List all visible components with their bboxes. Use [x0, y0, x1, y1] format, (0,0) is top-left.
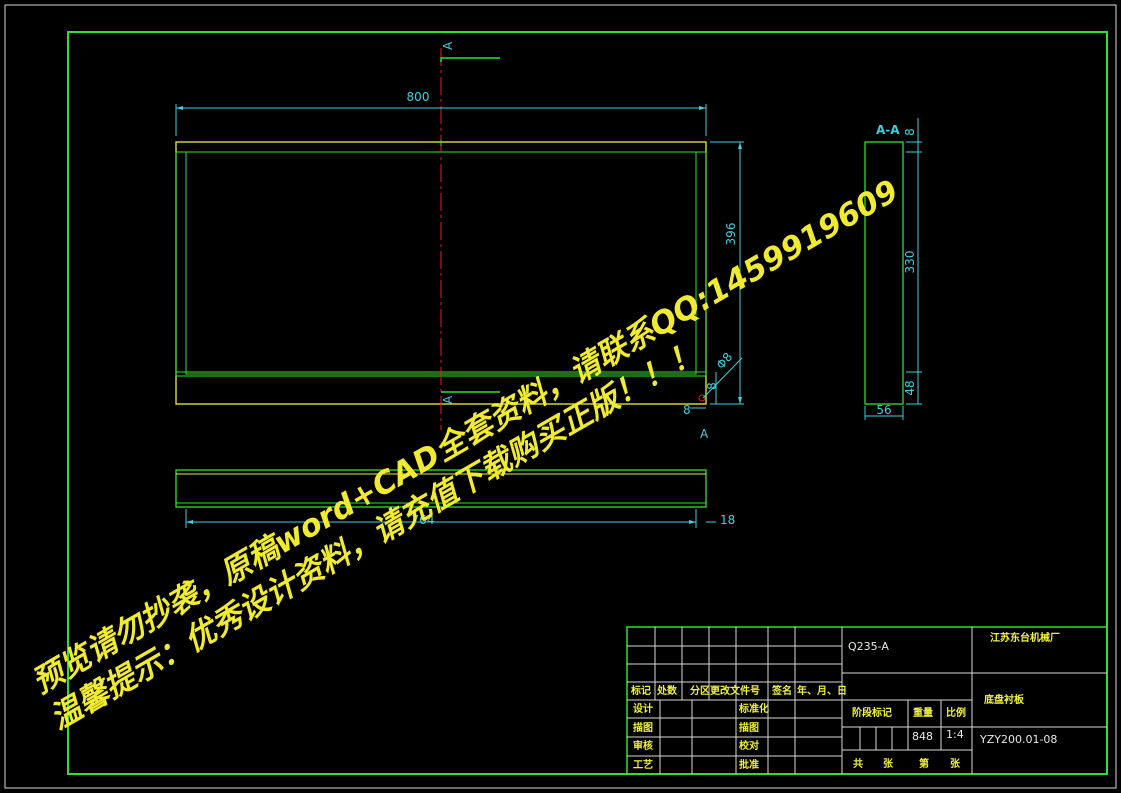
scale-value: 1:4	[946, 728, 964, 741]
label-date: 年、月、日	[797, 684, 847, 697]
label-review: 审核	[633, 739, 653, 752]
sec-dim-56: 56	[876, 403, 891, 417]
company-name: 江苏东台机械厂	[990, 631, 1060, 644]
label-standardize: 标准化	[738, 702, 769, 715]
mount-hole	[698, 394, 706, 402]
section-title: A-A	[876, 123, 900, 137]
watermark-line-1: 温馨提示：优秀设计资料，请充值下载购买正版！！！	[44, 334, 706, 737]
sec-dim-330: 330	[903, 251, 917, 274]
label-weight: 重量	[913, 706, 933, 719]
section-marker-bottom: A	[441, 395, 455, 404]
mass-value: 848	[912, 730, 933, 743]
label-trace: 描图	[739, 721, 759, 734]
dim-396: 396	[724, 223, 738, 246]
sec-dim-8: 8	[903, 128, 917, 136]
label-design: 设计	[633, 702, 653, 715]
bottom-outer-outline	[175, 469, 707, 508]
dim-18: 18	[720, 513, 735, 527]
label-stage-mark: 阶段标记	[852, 706, 892, 719]
label-doc-no: 更改文件号	[710, 684, 760, 697]
label-total: 共	[853, 757, 863, 770]
label-zone: 分区	[690, 684, 710, 697]
bottom-view: 764 18	[175, 469, 735, 528]
section-outline	[864, 141, 904, 405]
section-arrow-top	[440, 57, 500, 62]
dim-slot-8: 8	[705, 382, 719, 390]
watermark: 温馨提示：优秀设计资料，请充值下载购买正版！！！ 预览请勿抄袭，原稿word+C…	[26, 173, 905, 737]
drawing-number: YZY200.01-08	[979, 733, 1057, 746]
watermark-line-2: 预览请勿抄袭，原稿word+CAD全套资料，请联系QQ:1459919609	[26, 173, 905, 701]
section-marker-top: A	[441, 41, 455, 50]
front-view: A A 800 396 8 Φ8 8 A	[175, 41, 744, 441]
section-view: A-A 8 330 48 56	[864, 118, 922, 420]
label-process: 工艺	[633, 758, 653, 771]
label-proof: 校对	[739, 739, 759, 752]
part-name: 底盘衬板	[984, 693, 1025, 706]
label-ratio: 比例	[946, 706, 966, 719]
hole-section-marker: A	[700, 427, 709, 441]
dim-764: 764	[412, 513, 435, 527]
label-mark: 标记	[630, 684, 651, 697]
sec-dim-48: 48	[903, 380, 917, 395]
label-sheet2: 张	[950, 757, 961, 770]
dim-offset-8: 8	[683, 403, 691, 417]
label-draft: 描图	[633, 721, 653, 734]
hole-leader	[702, 357, 743, 399]
label-page: 第	[919, 757, 929, 770]
label-approve: 批准	[739, 758, 759, 771]
title-block: Q235-A 江苏东台机械厂 底盘衬板 YZY200.01-08 标记 处数 分…	[626, 626, 1108, 775]
label-sheets: 张	[883, 757, 894, 770]
dim-800: 800	[407, 90, 430, 104]
drawing-frame	[67, 31, 1108, 775]
label-count: 处数	[656, 684, 678, 697]
material: Q235-A	[848, 640, 889, 653]
sheet-border	[4, 4, 1117, 789]
label-sign: 签名	[771, 684, 792, 697]
